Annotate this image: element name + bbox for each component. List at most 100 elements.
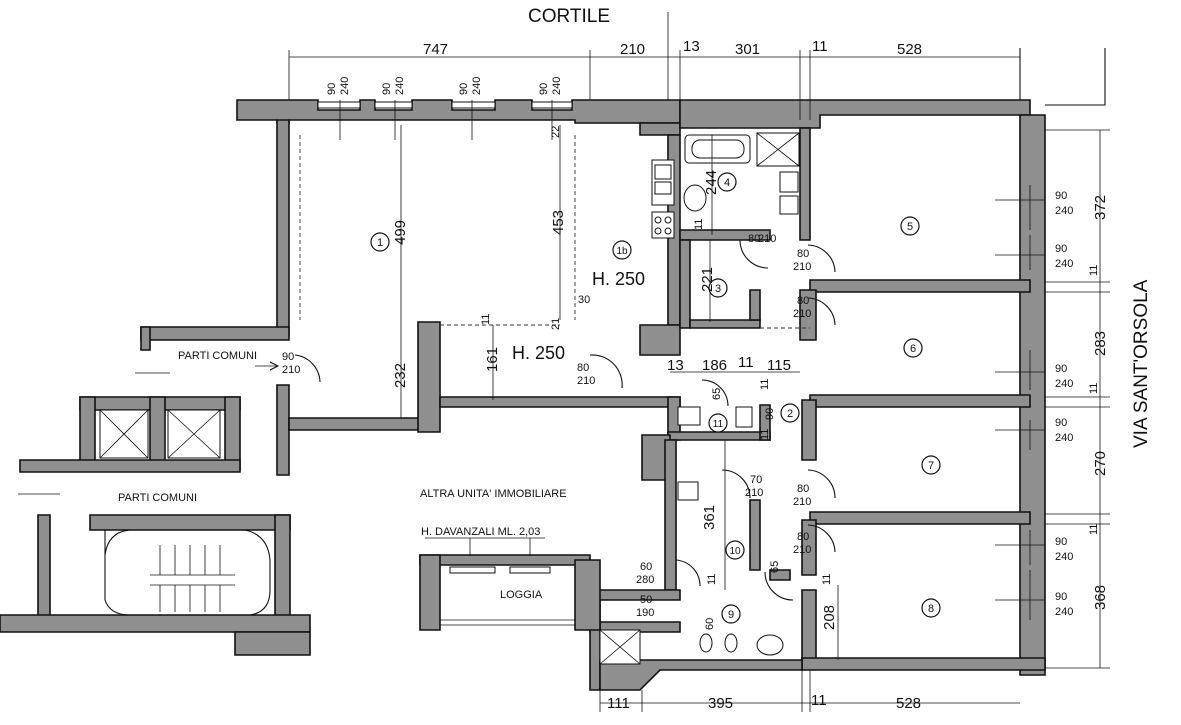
dim-372: 372 — [1092, 195, 1109, 220]
dim-528: 528 — [896, 695, 921, 712]
door-height: 210 — [793, 308, 811, 320]
window-height: 240 — [1055, 205, 1073, 217]
door-width: 80 — [797, 248, 809, 260]
svg-text:6: 6 — [910, 343, 916, 355]
room-number-10: 10 — [725, 540, 745, 560]
door-height: 210 — [758, 233, 776, 245]
dim-11: 11 — [759, 429, 771, 440]
dim-301: 301 — [735, 41, 760, 58]
door-width: 80 — [577, 362, 589, 374]
dim-232: 232 — [392, 363, 409, 388]
door-width: 90 — [282, 351, 294, 363]
svg-text:3: 3 — [715, 283, 721, 295]
height-label: H. 250 — [592, 269, 645, 289]
svg-text:8: 8 — [928, 603, 934, 615]
svg-text:5: 5 — [907, 221, 913, 233]
room-number-1b: 1b — [612, 240, 632, 260]
dim-11: 11 — [738, 354, 754, 371]
dim-13: 13 — [683, 38, 700, 55]
room-number-2: 2 — [780, 403, 800, 423]
dim-11: 11 — [480, 314, 492, 325]
parti-comuni-label: PARTI COMUNI — [118, 492, 197, 504]
room-number-9: 9 — [721, 604, 741, 624]
other-unit-label: ALTRA UNITA' IMMOBILIARE — [420, 488, 567, 500]
height-label: H. 250 — [512, 343, 565, 363]
window-width: 90 — [1055, 190, 1067, 202]
window-height: 240 — [1055, 432, 1073, 444]
door-height: 210 — [745, 487, 763, 499]
dim-361: 361 — [701, 505, 718, 530]
svg-text:10: 10 — [729, 546, 741, 557]
door-height: 210 — [577, 375, 595, 387]
dim-11: 11 — [821, 574, 833, 585]
window-height: 240 — [1055, 378, 1073, 390]
details — [18, 48, 1106, 665]
svg-text:4: 4 — [724, 177, 730, 189]
room-numbers: 1 1b 2 3 4 5 6 7 8 9 10 11 — [370, 172, 941, 624]
window-width: 90 — [458, 83, 470, 95]
svg-text:11: 11 — [713, 419, 724, 430]
window-width: 90 — [1055, 243, 1067, 255]
dim-22: 22 — [550, 126, 562, 138]
door-height: 210 — [793, 261, 811, 273]
text-labels: CORTILE VIA SANT'ORSOLA PARTI COMUNI PAR… — [118, 6, 1152, 601]
svg-text:1b: 1b — [616, 246, 628, 257]
dim-11: 11 — [1088, 383, 1100, 394]
dimension-lines — [288, 12, 1110, 712]
dim-13: 13 — [667, 357, 684, 374]
dim-30: 30 — [578, 294, 590, 306]
dim-11: 11 — [693, 219, 705, 230]
cortile-label: CORTILE — [528, 6, 610, 27]
room-number-5: 5 — [900, 216, 920, 236]
dim-283: 283 — [1092, 331, 1109, 356]
dim-115: 115 — [767, 357, 791, 374]
dim-244: 244 — [703, 170, 720, 195]
window-width: 90 — [1055, 363, 1067, 375]
dim-65: 65 — [711, 388, 723, 400]
dim-368: 368 — [1092, 585, 1109, 610]
dim-11: 11 — [812, 38, 828, 55]
room-number-7: 7 — [921, 455, 941, 475]
door-width: 80 — [797, 483, 809, 495]
dim-11: 11 — [1088, 265, 1100, 276]
window-width: 90 — [326, 83, 338, 95]
room-number-8: 8 — [921, 598, 941, 618]
window-height: 240 — [1055, 258, 1073, 270]
loggia-label: LOGGIA — [500, 589, 543, 601]
window-height: 240 — [1055, 606, 1073, 618]
door-height: 280 — [636, 574, 654, 586]
svg-text:1: 1 — [377, 237, 383, 249]
dim-747: 747 — [423, 41, 448, 58]
dim-499: 499 — [392, 220, 409, 245]
door-height: 210 — [282, 364, 300, 376]
svg-text:2: 2 — [787, 408, 793, 420]
parti-comuni-label: PARTI COMUNI — [178, 350, 257, 362]
dim-65: 65 — [769, 561, 781, 573]
dim-186: 186 — [702, 357, 727, 374]
dim-208: 208 — [821, 605, 838, 630]
room-number-1: 1 — [370, 232, 390, 252]
window-height: 240 — [551, 77, 563, 95]
window-height: 240 — [339, 77, 351, 95]
sill-height-label: H. DAVANZALI ML. 2,03 — [421, 526, 540, 538]
dim-90: 90 — [764, 408, 776, 420]
svg-text:7: 7 — [928, 460, 934, 472]
door-height: 210 — [793, 496, 811, 508]
window-width: 90 — [1055, 536, 1067, 548]
dim-11: 11 — [1088, 524, 1100, 535]
dim-270: 270 — [1092, 451, 1109, 476]
dim-60: 60 — [704, 618, 716, 630]
via-label: VIA SANT'ORSOLA — [1131, 279, 1152, 448]
room-number-6: 6 — [903, 338, 923, 358]
door-width: 80 — [797, 295, 809, 307]
dim-453: 453 — [550, 210, 567, 235]
dim-11: 11 — [759, 379, 771, 390]
door-height: 190 — [636, 607, 654, 619]
door-width: 80 — [797, 531, 809, 543]
room-number-4: 4 — [717, 172, 737, 192]
room-number-3: 3 — [708, 278, 728, 298]
window-width: 90 — [1055, 591, 1067, 603]
dim-11: 11 — [706, 574, 718, 585]
dim-221: 221 — [699, 267, 716, 292]
